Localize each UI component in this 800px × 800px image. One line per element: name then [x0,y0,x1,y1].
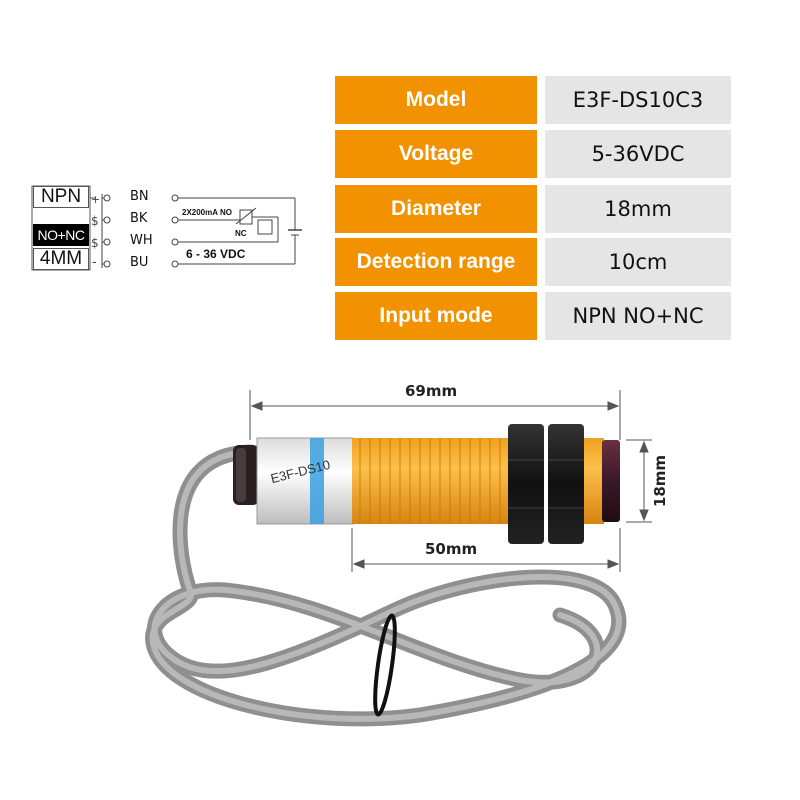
total-length-label: 69mm [405,382,458,400]
spec-key: Model [335,76,537,124]
spec-key: Diameter [335,185,537,233]
diameter-label: 18mm [651,454,670,508]
spec-key: Detection range [335,238,537,286]
spec-value: 10cm [545,238,731,286]
wire-label-bu: BU [130,255,149,270]
wire-label-bk: BK [130,211,148,226]
svg-text:$: $ [91,214,99,228]
wire-label-wh: WH [130,233,153,248]
product-illustration: E3F-DS10 69mm 50mm 18mm [0,360,800,800]
svg-text:$: $ [91,236,99,250]
wire-label-bn: BN [130,189,149,204]
wiring-schematic-icon: + $ $ - [31,185,302,271]
spec-key: Voltage [335,130,537,178]
nc-label: NC [235,229,247,238]
svg-text:+: + [91,193,100,206]
spec-value: E3F-DS10C3 [545,76,731,124]
mode-tag: NO+NC [33,224,89,246]
size-tag: 4MM [33,248,89,270]
spec-row-voltage: Voltage 5-36VDC [335,130,731,178]
spec-row-detection-range: Detection range 10cm [335,238,731,286]
sensor-drawing-icon [145,390,652,727]
spec-row-diameter: Diameter 18mm [335,185,731,233]
wiring-diagram: + $ $ - [30,184,320,272]
spec-key: Input mode [335,292,537,340]
spec-value: 5-36VDC [545,130,731,178]
spec-row-model: Model E3F-DS10C3 [335,76,731,124]
voltage-label: 6 - 36 VDC [186,247,246,261]
thread-length-label: 50mm [425,540,478,558]
contact-label: 2X200mA NO [182,208,232,217]
spec-value: 18mm [545,185,731,233]
svg-text:-: - [92,255,97,270]
npn-tag: NPN [33,186,89,208]
spec-row-input-mode: Input mode NPN NO+NC [335,292,731,340]
spec-value: NPN NO+NC [545,292,731,340]
